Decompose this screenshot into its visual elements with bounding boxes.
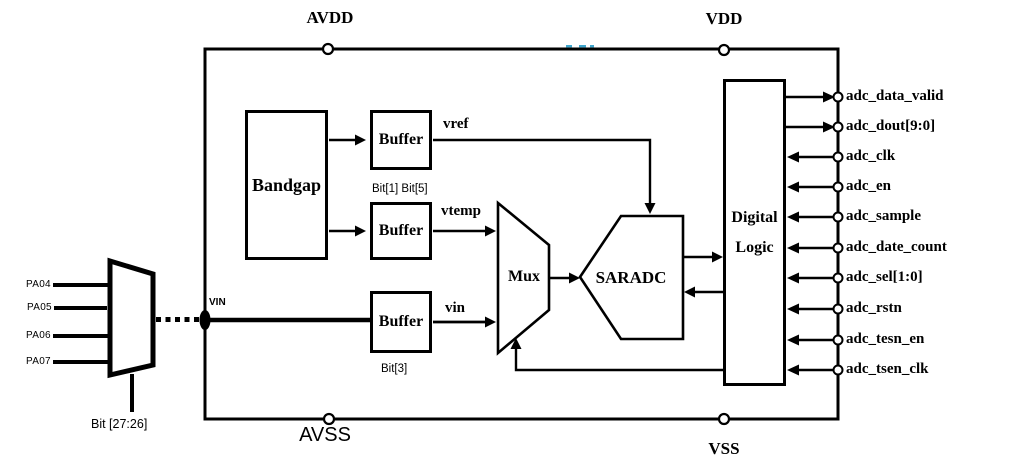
buffer-vtemp-label: Buffer bbox=[378, 222, 424, 239]
vss-terminal bbox=[717, 412, 731, 426]
pin-label-adc-tsen-clk: adc_tsen_clk bbox=[846, 361, 929, 377]
avss-label: AVSS bbox=[299, 424, 351, 446]
blue-artifact-mark bbox=[566, 45, 594, 48]
vref-net bbox=[433, 138, 652, 205]
vdd-label: VDD bbox=[705, 9, 743, 28]
input-arrowheads bbox=[787, 151, 799, 376]
pin-label-adc-rstn: adc_rstn bbox=[846, 300, 902, 316]
pad-mux-shape bbox=[107, 257, 156, 379]
pin-label-adc-dout: adc_dout[9:0] bbox=[846, 118, 936, 134]
vin-node-dot bbox=[199, 310, 211, 330]
buffer-vref-label: Buffer bbox=[378, 131, 424, 148]
saradc-label: SARADC bbox=[595, 268, 667, 287]
pin-label-adc-tesn-en: adc_tesn_en bbox=[846, 331, 925, 347]
pa04-label: PA04 bbox=[26, 279, 51, 290]
pin-terminals bbox=[832, 91, 844, 376]
pin-label-adc-en: adc_en bbox=[846, 178, 891, 194]
vin-node-label: VIN bbox=[209, 297, 226, 308]
avss-terminal bbox=[322, 412, 336, 426]
pin-label-adc-clk: adc_clk bbox=[846, 148, 896, 164]
avdd-terminal bbox=[321, 42, 335, 56]
digital-logic-label-line2: Logic bbox=[735, 238, 774, 256]
main-boundary-box bbox=[203, 47, 840, 421]
digital-logic-label-line1: Digital bbox=[731, 208, 778, 226]
digital-logic-block: Digital Logic bbox=[723, 79, 786, 386]
arrowhead-vin-into-mux bbox=[485, 316, 496, 328]
arrowhead-into-logic bbox=[712, 251, 723, 263]
pin-label-adc-data-valid: adc_data_valid bbox=[846, 88, 944, 104]
bandgap-label: Bandgap bbox=[251, 174, 322, 195]
pa05-label: PA05 bbox=[27, 302, 52, 313]
arrowhead-vtemp-into-mux bbox=[485, 225, 496, 237]
input-signal-lines bbox=[797, 155, 833, 372]
arrowhead-into-mux-select bbox=[510, 338, 522, 349]
pin-label-adc-sel: adc_sel[1:0] bbox=[846, 269, 923, 285]
buffer-vin-label: Buffer bbox=[378, 313, 424, 330]
vref-buffer-bits-label: Bit[1] Bit[5] bbox=[372, 183, 428, 195]
vtemp-label: vtemp bbox=[441, 203, 481, 219]
arrowhead-into-saradc bbox=[569, 272, 580, 284]
pa07-label: PA07 bbox=[26, 356, 51, 367]
internal-mux-shape bbox=[496, 200, 551, 356]
buffer-vtemp-block: Buffer bbox=[370, 202, 432, 260]
buffer-vin-block: Buffer bbox=[370, 291, 432, 353]
arrowhead-into-saradc-right bbox=[684, 286, 695, 298]
arrowhead-into-vtemp-buffer bbox=[355, 225, 366, 237]
vdd-terminal bbox=[717, 43, 731, 57]
buffer-vref-block: Buffer bbox=[370, 110, 432, 170]
pin-label-adc-date-count: adc_date_count bbox=[846, 239, 947, 255]
pa06-label: PA06 bbox=[26, 330, 51, 341]
pin-label-adc-sample: adc_sample bbox=[846, 208, 921, 224]
output-signal-lines bbox=[786, 91, 835, 133]
arrowhead-into-vref-buffer bbox=[355, 134, 366, 146]
avdd-label: AVDD bbox=[306, 8, 354, 27]
vin-label: vin bbox=[445, 300, 466, 316]
saradc-shape bbox=[578, 214, 685, 341]
pad-input-lines bbox=[53, 283, 134, 412]
vss-label: VSS bbox=[708, 439, 740, 458]
bandgap-block: Bandgap bbox=[245, 110, 328, 260]
mux-select-feedback bbox=[514, 347, 723, 372]
pad-mux-select-label: Bit [27:26] bbox=[91, 417, 148, 431]
arrowhead-vref-into-saradc bbox=[644, 203, 656, 214]
mux-label: Mux bbox=[508, 268, 540, 285]
vref-label: vref bbox=[443, 116, 469, 132]
vin-buffer-bits-label: Bit[3] bbox=[381, 363, 408, 375]
